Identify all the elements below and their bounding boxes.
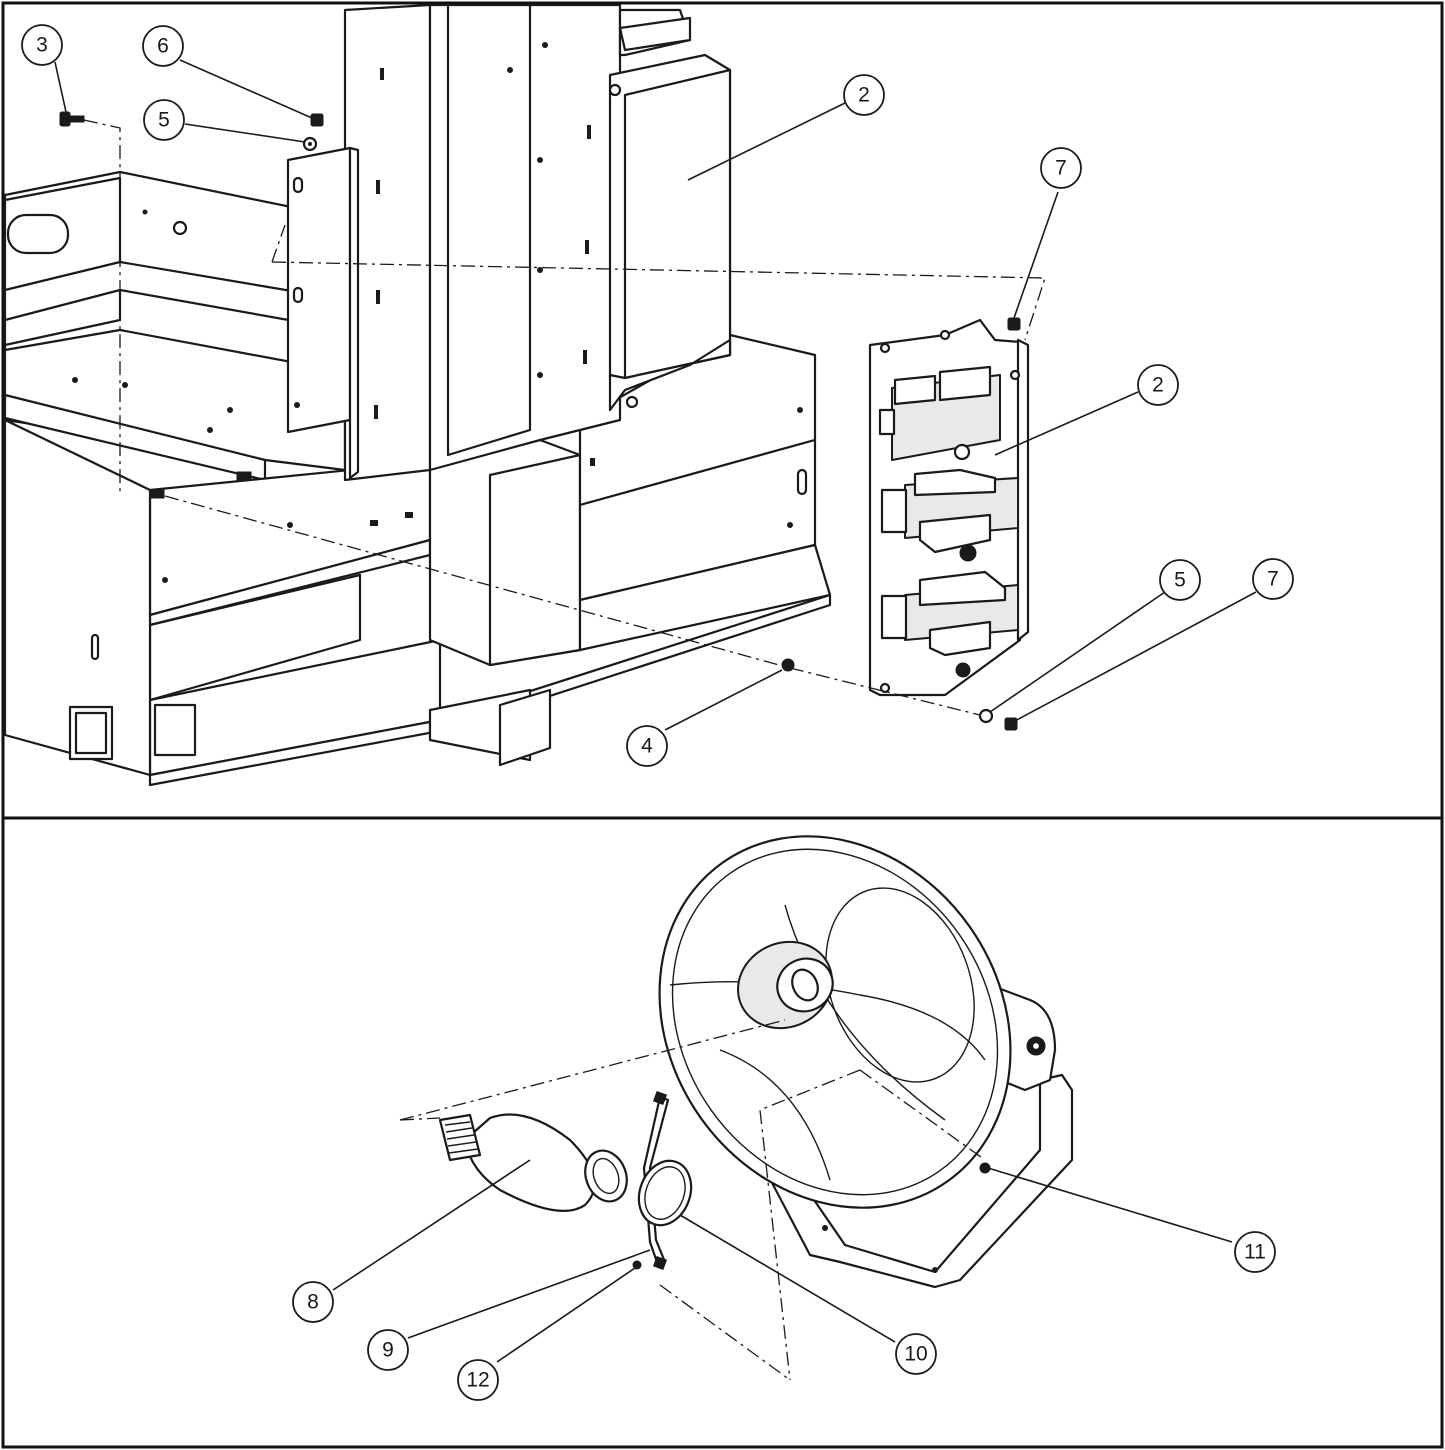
callout-12: 12 (457, 1359, 499, 1401)
callout-7-top-label: 7 (1055, 157, 1067, 180)
callout-8: 8 (292, 1281, 334, 1323)
leader-lines (54, 59, 1257, 1363)
ballast-enclosure (608, 16, 732, 412)
callout-5-bottom-label: 5 (1174, 569, 1186, 592)
callout-4-label: 4 (641, 735, 653, 758)
callout-5-bottom: 5 (1159, 559, 1201, 601)
nut-7-bottom (1004, 717, 1018, 731)
nut-6 (310, 113, 324, 127)
callout-2-plate-label: 2 (1152, 374, 1164, 397)
left-mounting-bracket (286, 146, 360, 480)
callout-2-enclosure: 2 (843, 74, 885, 116)
chassis-front-frame (3, 418, 832, 787)
callout-9: 9 (367, 1329, 409, 1371)
washer-5-top-hole (308, 142, 312, 146)
callout-7-top: 7 (1040, 147, 1082, 189)
callout-5-top: 5 (143, 99, 185, 141)
lamp-bulb (438, 1113, 628, 1212)
callout-11-label: 11 (1244, 1241, 1266, 1264)
callout-3: 3 (21, 24, 63, 66)
callout-8-label: 8 (307, 1291, 319, 1314)
callout-5-top-label: 5 (158, 109, 170, 132)
bottom-panel-assembly (399, 835, 1074, 1381)
callout-10: 10 (895, 1333, 937, 1375)
ballast-plate-assembly (868, 318, 1030, 697)
screw-3 (59, 111, 85, 127)
washer-5-bottom (978, 708, 994, 724)
callout-11: 11 (1234, 1231, 1276, 1273)
frame-screw (149, 489, 165, 499)
callout-4: 4 (626, 725, 668, 767)
lamp-support-ring (637, 1159, 693, 1227)
chassis-right-frame (578, 333, 832, 652)
callout-7-bottom-label: 7 (1267, 568, 1279, 591)
screw-12 (632, 1260, 642, 1270)
callout-6-label: 6 (157, 35, 169, 58)
callout-2-plate: 2 (1137, 364, 1179, 406)
reflector-housing (658, 835, 1057, 1209)
yoke-bracket (758, 1073, 1074, 1289)
callout-12-label: 12 (466, 1369, 489, 1392)
frame-screw (236, 471, 252, 481)
callout-6: 6 (142, 25, 184, 67)
callout-3-label: 3 (36, 34, 48, 57)
callout-9-label: 9 (382, 1339, 394, 1362)
callout-7-bottom: 7 (1252, 558, 1294, 600)
bottom-assembly-lines (399, 1019, 986, 1381)
top-assembly-lines (83, 119, 1046, 716)
callout-10-label: 10 (904, 1343, 927, 1366)
vertical-column (343, 3, 692, 482)
callout-2-enclosure-label: 2 (858, 84, 870, 107)
nut-7-top (1007, 317, 1021, 331)
top-panel-assembly (3, 3, 1046, 787)
